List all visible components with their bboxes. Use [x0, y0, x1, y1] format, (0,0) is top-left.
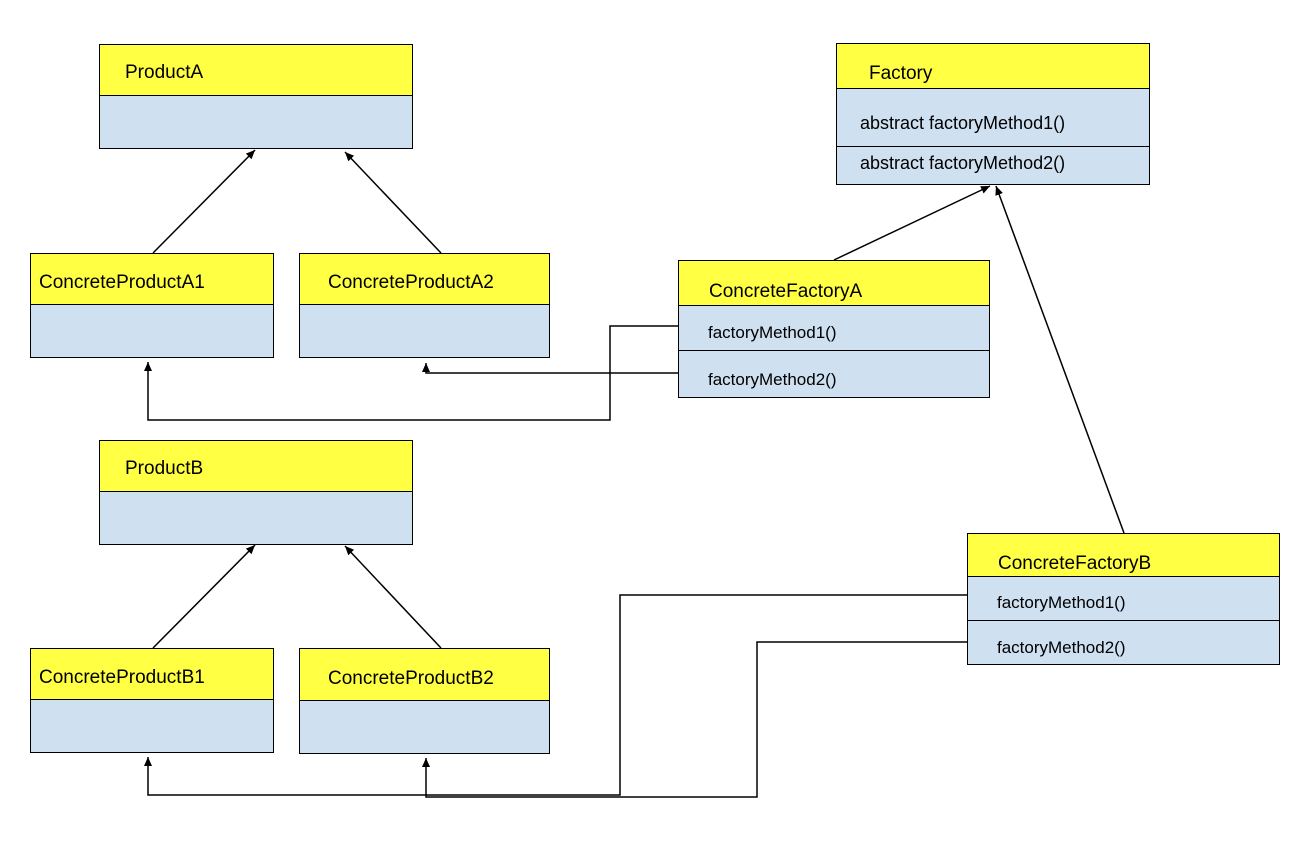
class-factory[interactable]: Factory abstract factoryMethod1() abstra…: [836, 43, 1150, 185]
dep-factorya-m1-to-a1: [144, 325, 678, 421]
dep-factoryb-m2-to-b2: [422, 641, 967, 798]
class-name: ConcreteProductB1: [39, 667, 205, 688]
method-row: factoryMethod2(): [968, 620, 1279, 665]
method-row: abstract factoryMethod2(): [837, 146, 1149, 185]
class-concreteproducta1[interactable]: ConcreteProductA1: [30, 253, 274, 358]
class-productb[interactable]: ProductB: [99, 440, 413, 545]
method-row: factoryMethod1(): [679, 306, 989, 350]
inherit-a1-to-producta: [152, 149, 256, 254]
method-row: factoryMethod2(): [679, 350, 989, 398]
method-label: factoryMethod1(): [997, 593, 1126, 612]
class-concreteproducta2[interactable]: ConcreteProductA2: [299, 253, 550, 358]
method-label: factoryMethod2(): [997, 638, 1126, 657]
dep-factoryb-m1-to-b1: [144, 594, 967, 796]
class-name: ConcreteProductA1: [39, 272, 205, 293]
class-name: ConcreteFactoryA: [709, 281, 863, 302]
method-label: abstract factoryMethod1(): [860, 113, 1066, 133]
class-name: ConcreteProductB2: [328, 668, 494, 689]
inherit-factoryb-to-factory: [995, 185, 1125, 534]
class-producta[interactable]: ProductA: [99, 44, 413, 149]
method-label: factoryMethod1(): [708, 323, 837, 342]
class-name: ProductA: [125, 62, 204, 83]
class-name: ProductB: [125, 458, 204, 479]
method-row: abstract factoryMethod1(): [837, 89, 1149, 146]
class-concreteproductb1[interactable]: ConcreteProductB1: [30, 648, 274, 753]
inherit-b1-to-productb: [152, 544, 256, 649]
inherit-factorya-to-factory: [833, 185, 991, 261]
class-concretefactoryb[interactable]: ConcreteFactoryB factoryMethod1() factor…: [967, 533, 1280, 665]
inherit-b2-to-productb: [344, 545, 442, 649]
class-name: ConcreteFactoryB: [998, 553, 1152, 574]
class-name: ConcreteProductA2: [328, 272, 494, 293]
inherit-a2-to-producta: [344, 151, 442, 254]
method-label: abstract factoryMethod2(): [860, 153, 1066, 173]
class-concretefactorya[interactable]: ConcreteFactoryA factoryMethod1() factor…: [678, 260, 990, 398]
method-row: factoryMethod1(): [968, 577, 1279, 620]
class-name: Factory: [869, 63, 933, 84]
class-concreteproductb2[interactable]: ConcreteProductB2: [299, 648, 550, 754]
method-label: factoryMethod2(): [708, 370, 837, 389]
dep-factorya-m2-to-a2: [422, 363, 678, 374]
